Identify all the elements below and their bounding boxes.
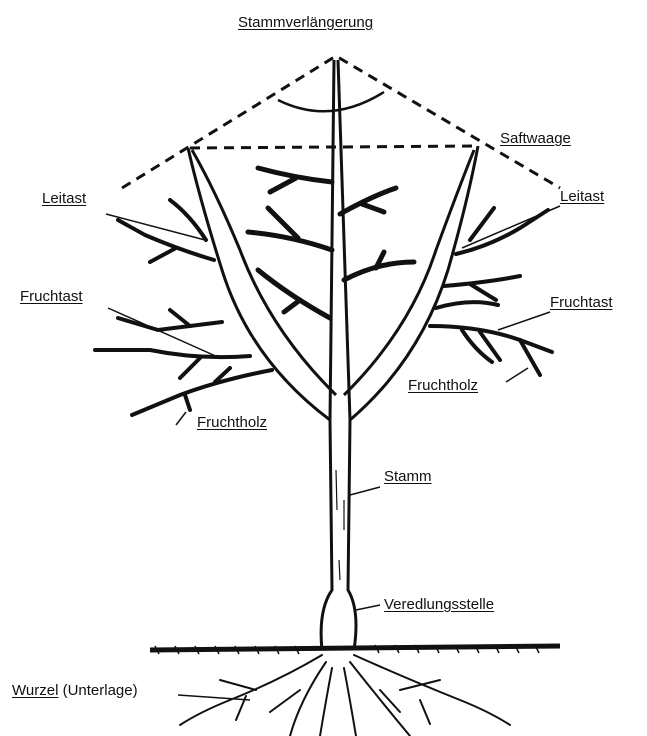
label-wurzel: Wurzel (Unterlage)	[12, 682, 138, 700]
label-saftwaage: Saftwaage	[500, 130, 571, 148]
central-leader	[330, 60, 350, 420]
label-leitast-left: Leitast	[42, 190, 86, 208]
label-wurzel-word: Wurzel	[12, 682, 58, 699]
label-veredlungsstelle: Veredlungsstelle	[384, 596, 494, 614]
label-stammverlaengerung: Stammverlängerung	[238, 14, 373, 32]
label-leitast-right: Leitast	[560, 188, 604, 206]
left-fruiting-branches	[95, 200, 272, 415]
label-fruchtholz-left: Fruchtholz	[197, 414, 267, 432]
right-fruiting-branches	[430, 208, 552, 375]
trunk	[321, 420, 356, 650]
roots	[180, 655, 510, 736]
label-stamm: Stamm	[384, 468, 432, 486]
top-arc	[278, 92, 384, 111]
label-fruchtast-left: Fruchtast	[20, 288, 83, 306]
label-unterlage: (Unterlage)	[63, 682, 138, 699]
label-fruchtholz-right: Fruchtholz	[408, 377, 478, 395]
label-fruchtast-right: Fruchtast	[550, 294, 613, 312]
